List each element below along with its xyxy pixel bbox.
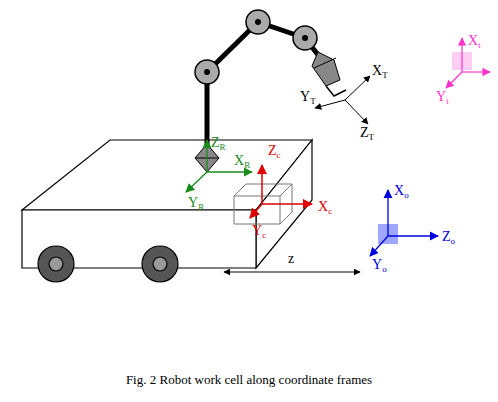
axis-label: Xc <box>318 200 332 214</box>
axis-label: XT <box>372 64 388 78</box>
object-frame <box>370 190 438 256</box>
axis-label: ZT <box>360 126 374 140</box>
camera-frame <box>250 165 312 218</box>
axis-label: Yc <box>252 224 266 238</box>
axis-label: YT <box>300 90 316 104</box>
robot-arm <box>195 10 346 172</box>
axis-label: Yt <box>436 90 449 104</box>
axis-label: Xt <box>468 34 481 48</box>
dimension-label: z <box>288 252 294 266</box>
axis-label: YR <box>188 196 204 210</box>
axis-label: Zc <box>268 144 281 158</box>
figure-caption: Fig. 2 Robot work cell along coordinate … <box>0 372 498 388</box>
axis-label: ZR <box>211 136 226 150</box>
cart <box>22 140 312 282</box>
axis-label: Zo <box>442 230 455 244</box>
axis-label: Xo <box>394 184 409 198</box>
axis-label: XR <box>234 154 250 168</box>
axis-label: Yo <box>372 258 387 272</box>
dimension-line <box>224 272 360 273</box>
tool-frame <box>315 76 370 124</box>
